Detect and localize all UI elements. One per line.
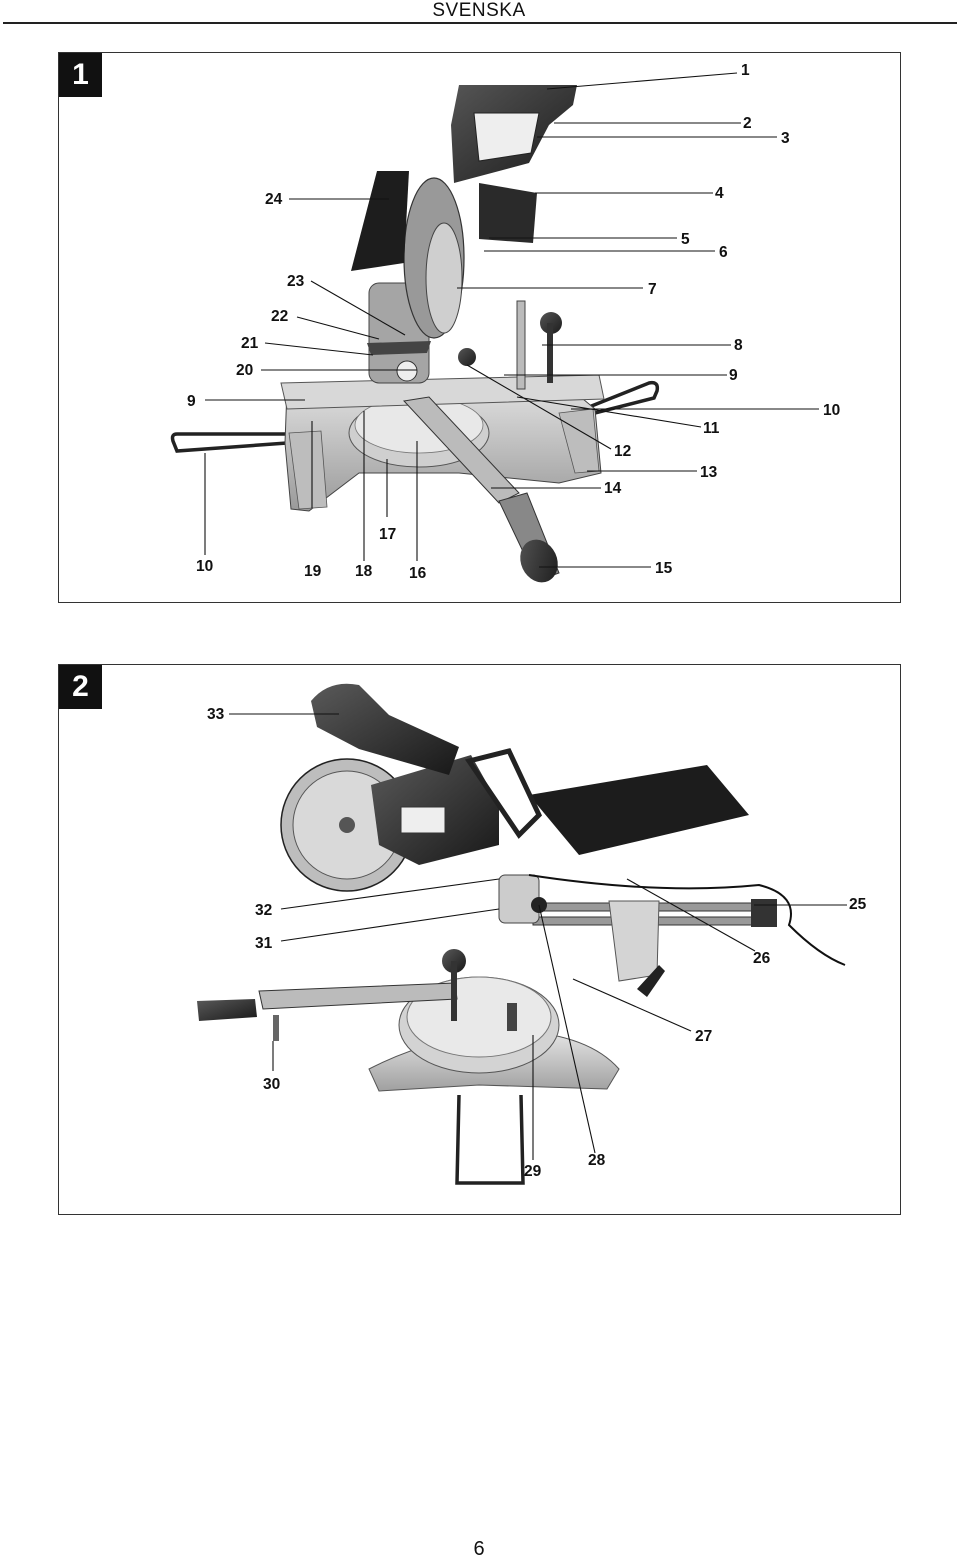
figure-1-badge: 1	[59, 53, 102, 97]
figure-1: 1	[58, 52, 901, 603]
callout-1: 1	[741, 62, 750, 79]
callout-21: 21	[241, 335, 259, 352]
language-title: SVENSKA	[432, 0, 526, 21]
mitre-saw-front-view	[170, 85, 660, 583]
callout-15: 15	[655, 560, 673, 577]
callout-17: 17	[379, 526, 396, 543]
callout-29: 29	[524, 1163, 542, 1180]
callout-13: 13	[700, 464, 718, 481]
callout-33: 33	[207, 706, 225, 723]
figure-2-callouts: 33 25 26 27 28 29 30 31 32	[207, 706, 867, 1180]
callout-12: 12	[614, 443, 631, 460]
figure-2-illustration: 33 25 26 27 28 29 30 31 32	[197, 683, 867, 1185]
callout-4: 4	[715, 185, 724, 202]
callout-10-left: 10	[196, 558, 213, 575]
callout-8: 8	[734, 337, 743, 354]
figure-1-callouts: 1 2 3 4 5 6 7 8 9 10 11 12 13 14 15 16 1…	[187, 62, 840, 582]
page-header: SVENSKA	[0, 0, 960, 24]
figure-1-leader-lines	[204, 72, 819, 568]
callout-11: 11	[703, 420, 720, 437]
callout-27: 27	[695, 1028, 712, 1045]
figure-2: 2	[58, 664, 901, 1215]
callout-14: 14	[604, 480, 622, 497]
callout-28: 28	[588, 1152, 606, 1169]
callout-9-left: 9	[187, 393, 196, 410]
callout-16: 16	[409, 565, 427, 582]
mitre-saw-side-view	[197, 683, 846, 1185]
callout-10-right: 10	[823, 402, 840, 419]
callout-24: 24	[265, 191, 283, 208]
callout-22: 22	[271, 308, 288, 325]
page-number: 6	[473, 1538, 485, 1560]
callout-26: 26	[753, 950, 771, 967]
callout-2: 2	[743, 115, 752, 132]
callout-3: 3	[781, 130, 790, 147]
callout-18: 18	[355, 563, 373, 580]
figure-2-badge: 2	[59, 665, 102, 709]
callout-32: 32	[255, 902, 272, 919]
callout-9-right: 9	[729, 367, 738, 384]
callout-30: 30	[263, 1076, 280, 1093]
callout-23: 23	[287, 273, 305, 290]
callout-31: 31	[255, 935, 273, 952]
figure-1-illustration: 1 2 3 4 5 6 7 8 9 10 11 12 13 14 15 16 1…	[170, 62, 840, 583]
callout-6: 6	[719, 244, 728, 261]
callout-25: 25	[849, 896, 867, 913]
callout-7: 7	[648, 281, 657, 298]
figure-2-leader-lines	[229, 713, 847, 1160]
callout-19: 19	[304, 563, 322, 580]
callout-5: 5	[681, 231, 690, 248]
callout-20: 20	[236, 362, 253, 379]
header-rule	[3, 22, 957, 24]
